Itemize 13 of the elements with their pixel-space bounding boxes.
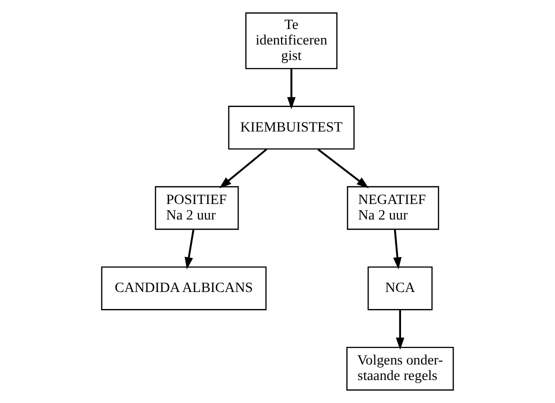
arrow — [318, 148, 369, 188]
arrow — [287, 68, 296, 110]
node-box: CANDIDA ALBICANS — [101, 266, 267, 310]
node-box: NCA — [368, 266, 433, 310]
arrow — [393, 230, 402, 270]
arrow — [219, 148, 268, 188]
node-box: KIEMBUISTEST — [228, 106, 355, 150]
node-box: Volgens onder- staande regels — [346, 346, 454, 391]
node-box: POSITIEF Na 2 uur — [154, 186, 239, 230]
node-box: Te identificeren gist — [245, 12, 338, 70]
arrow — [184, 230, 194, 270]
arrow — [396, 310, 404, 350]
node-box: NEGATIEF Na 2 uur — [346, 186, 440, 230]
